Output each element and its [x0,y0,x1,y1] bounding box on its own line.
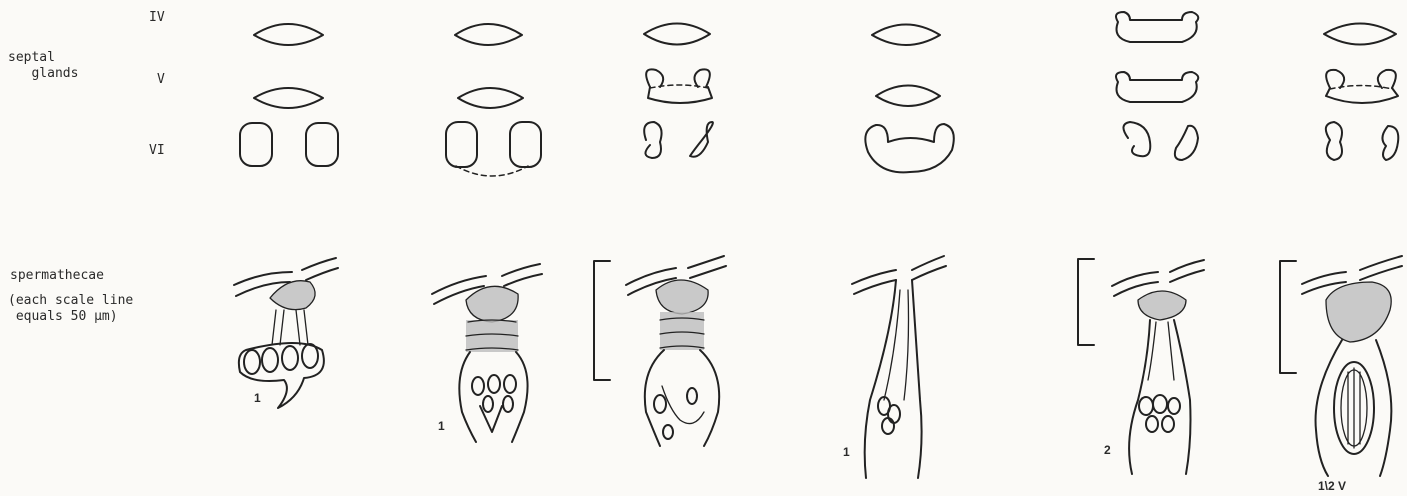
septal-glands-col-5 [1116,12,1198,160]
spermatheca-3 [626,256,726,446]
septal-glands-col-2 [446,24,541,176]
spermatheca-5 [1112,260,1204,474]
spermatheca-4 [852,256,946,478]
septal-glands-col-4 [865,25,953,173]
septal-glands-col-6 [1324,24,1398,161]
spermatheca-2 [432,264,542,442]
septal-glands-col-1 [240,24,338,166]
scale-bar-c [1280,261,1296,373]
septal-glands-col-3 [644,24,713,159]
scale-bar-a [594,261,610,380]
scale-bar-b [1078,259,1094,345]
spermatheca-6 [1302,256,1402,476]
spermatheca-1 [234,258,338,408]
